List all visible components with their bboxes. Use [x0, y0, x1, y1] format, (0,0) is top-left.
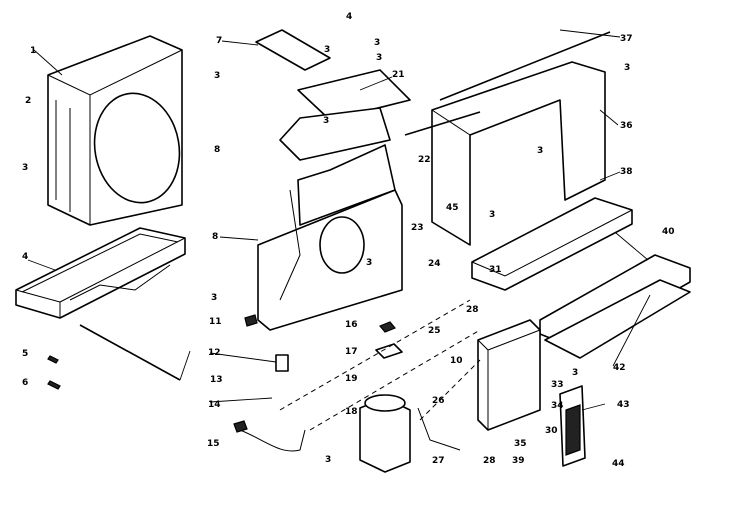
part-7-21-panels: [255, 29, 411, 161]
part-22-strip: [404, 111, 481, 136]
label-45: 45: [446, 203, 459, 213]
label-3i: 3: [489, 210, 495, 220]
label-23: 23: [411, 223, 424, 233]
label-18: 18: [345, 407, 358, 417]
label-3d: 3: [376, 53, 382, 63]
label-3g: 3: [537, 146, 543, 156]
label-12: 12: [208, 348, 221, 358]
part-37-strip: [439, 31, 611, 101]
label-10: 10: [450, 356, 463, 366]
label-43: 43: [617, 400, 630, 410]
label-34: 34: [551, 401, 564, 411]
part-40-42-drain-pan: [539, 254, 691, 359]
label-39: 39: [512, 456, 525, 466]
part-5-6-screws: [47, 355, 61, 390]
label-15: 15: [207, 439, 220, 449]
label-8a: 8: [214, 145, 220, 155]
label-3j: 3: [211, 293, 217, 303]
label-14: 14: [208, 400, 221, 410]
label-37: 37: [620, 34, 633, 44]
label-31: 31: [489, 265, 502, 275]
label-16: 16: [345, 320, 358, 330]
label-1: 1: [30, 46, 36, 56]
part-16-17-small-parts: [375, 321, 403, 359]
label-3a: 3: [22, 163, 28, 173]
part-27-wire: [417, 407, 461, 451]
label-21: 21: [392, 70, 405, 80]
label-4: 4: [22, 252, 28, 262]
label-3h: 3: [366, 258, 372, 268]
label-28a: 28: [466, 305, 479, 315]
label-3f: 3: [624, 63, 630, 73]
label-8b: 8: [212, 232, 218, 242]
callout-labels: 4 1 2 3 4 5 6 7 3 3 3 21 3 37 3 36 3 22 …: [22, 12, 675, 469]
label-3e: 3: [323, 116, 329, 126]
label-7: 7: [216, 36, 222, 46]
part-36-cabinet: [431, 61, 606, 246]
label-44: 44: [612, 459, 625, 469]
label-5: 5: [22, 349, 28, 359]
label-40: 40: [662, 227, 675, 237]
label-27: 27: [432, 456, 445, 466]
label-35: 35: [514, 439, 527, 449]
part-18-capacitor: [359, 394, 411, 473]
part-30-control-box: [477, 319, 541, 431]
label-28b: 28: [483, 456, 496, 466]
label-13: 13: [210, 375, 223, 385]
part-4-base-pan: [15, 227, 186, 319]
label-17: 17: [345, 347, 358, 357]
label-3l: 3: [325, 455, 331, 465]
label-30: 30: [545, 426, 558, 436]
part-12-rod: [79, 324, 181, 381]
part-1-condenser-shroud: [47, 35, 183, 226]
label-25: 25: [428, 326, 441, 336]
label-22: 22: [418, 155, 431, 165]
part-15-power-cord: [239, 429, 306, 452]
label-11: 11: [209, 317, 222, 327]
assembly-lines: [279, 299, 481, 431]
part-11-13-brackets: [244, 314, 289, 372]
part-38-tray: [471, 197, 633, 291]
label-2: 2: [25, 96, 31, 106]
label-3k: 3: [572, 368, 578, 378]
label-24: 24: [428, 259, 441, 269]
label-top-marker: 4: [346, 12, 352, 22]
part-8-partition: [257, 144, 403, 331]
part-43-control-panel: [559, 385, 586, 467]
label-36: 36: [620, 121, 633, 131]
label-38: 38: [620, 167, 633, 177]
label-3b: 3: [214, 71, 220, 81]
label-3c: 3: [374, 38, 380, 48]
part-15-plug: [233, 420, 248, 433]
label-3m: 3: [324, 45, 330, 55]
label-26: 26: [432, 396, 445, 406]
label-6: 6: [22, 378, 28, 388]
label-33: 33: [551, 380, 564, 390]
label-19: 19: [345, 374, 358, 384]
leader-lines: [27, 29, 651, 411]
label-42: 42: [613, 363, 626, 373]
